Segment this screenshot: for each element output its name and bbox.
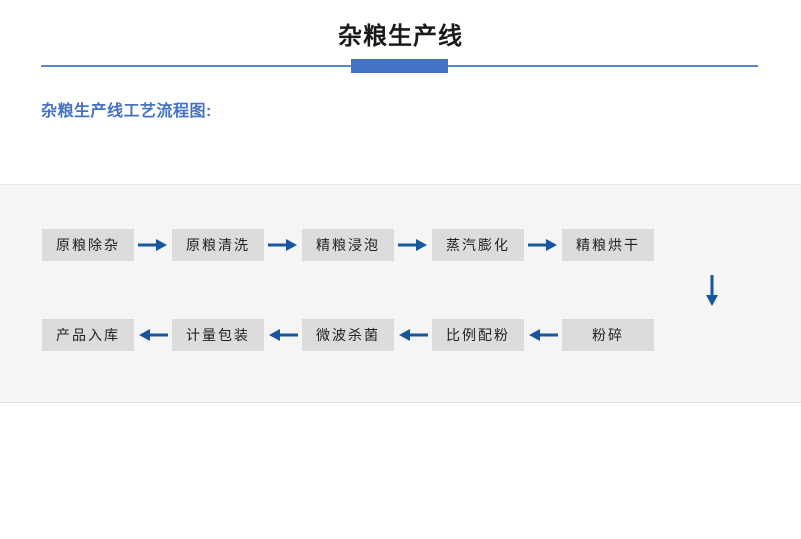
page-title: 杂粮生产线	[338, 23, 463, 50]
section-subtitle: 杂粮生产线工艺流程图:	[41, 103, 212, 120]
arrow-down-icon	[666, 271, 758, 311]
flow-row-bottom: 产品入库 计量包装 微波杀菌 比例配粉	[0, 319, 801, 351]
arrow-right-icon	[134, 238, 172, 252]
arrow-right-icon	[524, 238, 562, 252]
arrow-left-icon	[134, 328, 172, 342]
process-flow-panel: 原粮除杂 原粮清洗 精粮浸泡 蒸汽膨化	[0, 184, 801, 403]
header-accent-block	[351, 59, 448, 73]
flow-node-chanpinruku[interactable]: 产品入库	[42, 319, 134, 351]
page-header: 杂粮生产线	[0, 0, 801, 90]
flow-node-jiliangbaozhuang[interactable]: 计量包装	[172, 319, 264, 351]
arrow-left-icon	[394, 328, 432, 342]
arrow-right-icon	[394, 238, 432, 252]
flow-node-weiboshajun[interactable]: 微波杀菌	[302, 319, 394, 351]
flow-row-top: 原粮除杂 原粮清洗 精粮浸泡 蒸汽膨化	[0, 229, 801, 261]
arrow-left-icon	[524, 328, 562, 342]
flow-node-yuanliangqingxi[interactable]: 原粮清洗	[172, 229, 264, 261]
arrow-right-icon	[264, 238, 302, 252]
flow-node-yuanliangchuza[interactable]: 原粮除杂	[42, 229, 134, 261]
flow-node-fensui[interactable]: 粉碎	[562, 319, 654, 351]
flow-node-zhengqipenghua[interactable]: 蒸汽膨化	[432, 229, 524, 261]
flow-node-bilipeifen[interactable]: 比例配粉	[432, 319, 524, 351]
flow-node-jingliangjinpao[interactable]: 精粮浸泡	[302, 229, 394, 261]
arrow-left-icon	[264, 328, 302, 342]
flow-node-jinglianghonggan[interactable]: 精粮烘干	[562, 229, 654, 261]
